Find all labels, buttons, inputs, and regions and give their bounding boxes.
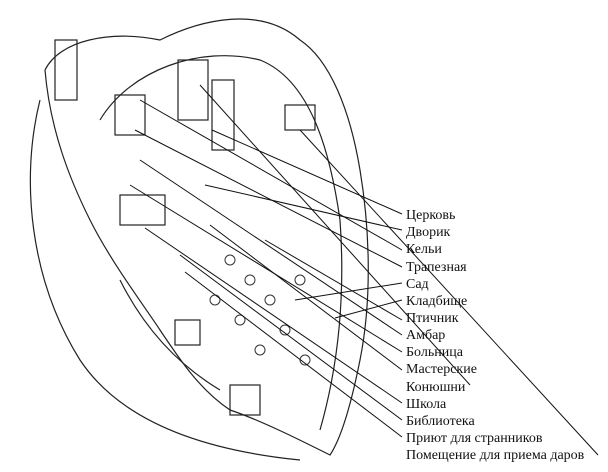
label-cells: Кельи xyxy=(406,242,442,257)
leader-line-barn xyxy=(139,159,403,336)
tower xyxy=(211,79,235,151)
label-poultry: Птичник xyxy=(406,311,459,326)
leader-line-school xyxy=(144,227,403,404)
label-stables: Конюшни xyxy=(406,380,466,395)
label-garden: Сад xyxy=(406,277,429,292)
leader-lines xyxy=(129,84,599,456)
leader-line-library xyxy=(179,254,403,421)
label-workshops: Мастерские xyxy=(406,362,477,377)
label-church: Церковь xyxy=(406,208,456,223)
inner-wall xyxy=(99,55,343,431)
leader-line-hospital xyxy=(129,184,403,353)
label-cemetery: Кладбище xyxy=(406,294,468,309)
building xyxy=(114,94,146,136)
label-shelter: Приют для странников xyxy=(406,431,543,446)
label-barn: Амбар xyxy=(406,328,446,343)
label-hospital: Больница xyxy=(406,345,463,360)
label-school: Школа xyxy=(406,397,447,412)
outer-wall xyxy=(44,18,369,456)
leader-line-workshops xyxy=(209,224,403,371)
leader-line-shelter xyxy=(184,271,403,438)
label-library: Библиотека xyxy=(406,414,475,429)
label-courtyard: Дворик xyxy=(406,225,451,240)
leader-line-cells xyxy=(139,99,403,251)
leader-line-courtyard xyxy=(204,184,403,231)
gate-tower xyxy=(54,39,78,101)
building xyxy=(119,194,166,226)
leader-line-poultry xyxy=(264,239,403,321)
garden-trees xyxy=(209,254,311,366)
building xyxy=(229,384,261,416)
leader-line-refectory xyxy=(134,129,403,268)
label-refectory: Трапезная xyxy=(406,260,467,275)
path-lines xyxy=(29,99,301,461)
leader-line-cemetery xyxy=(334,299,403,319)
building xyxy=(284,104,316,131)
monastery-drawing xyxy=(29,18,369,461)
label-gifts-room: Помещение для приема даров xyxy=(406,448,585,463)
leader-line-gifts-room xyxy=(299,129,599,456)
church-tower xyxy=(177,59,209,121)
leader-line-stables xyxy=(199,84,471,386)
building xyxy=(174,319,201,346)
leader-line-church xyxy=(211,129,403,215)
